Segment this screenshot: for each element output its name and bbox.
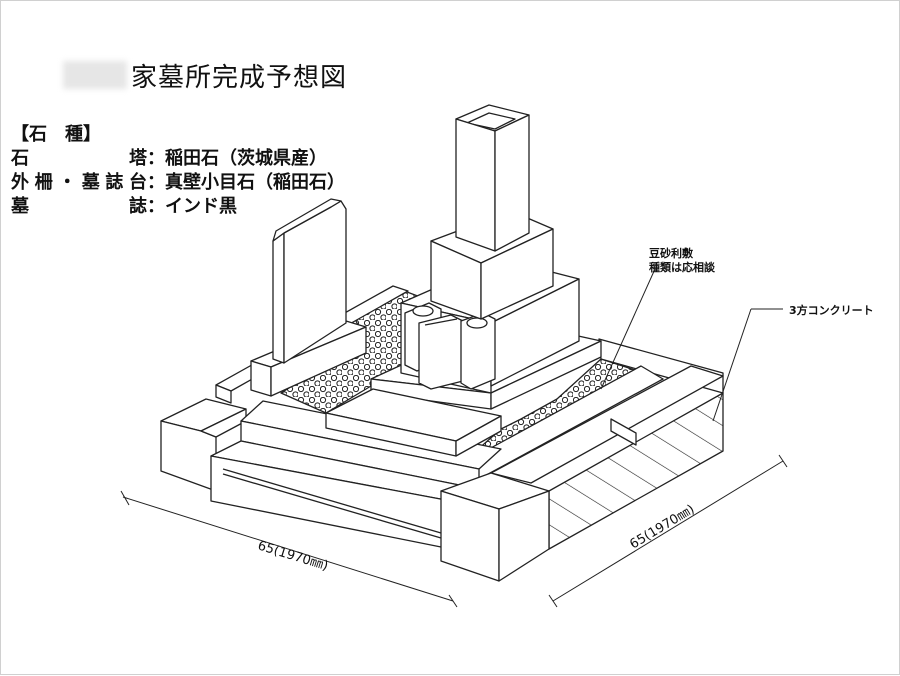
note-concrete: 3方コンクリート (789, 303, 874, 317)
redacted-family-name (63, 61, 127, 89)
stone-spec-list: 【石 種】 石 塔 ： 稲田石（茨城県産） 外柵・墓誌台 ： 真壁小目石（稲田石… (11, 123, 345, 219)
dimension-line-side (552, 460, 784, 602)
front-slab-side (455, 415, 502, 457)
spec-separator: ： (147, 172, 165, 193)
fence-back-left-face (215, 384, 232, 404)
dimension-label-front: 65(1970㎜) (256, 538, 330, 574)
spec-label: 墓 誌 (11, 196, 147, 217)
incense-box (418, 314, 464, 390)
boshi-base-side (270, 326, 367, 397)
boshi-slab-front (272, 232, 285, 364)
page-title: 家墓所完成予想図 (131, 62, 348, 93)
spec-label: 石 塔 (11, 148, 147, 169)
note-gravel-line1: 豆砂利敷 (649, 246, 694, 260)
spec-separator: ： (147, 196, 165, 217)
spec-value: 真壁小目石（稲田石） (165, 172, 345, 193)
fence-right-top (490, 365, 724, 484)
spec-row: 墓 誌 ： インド黒 (11, 195, 345, 219)
fence-right-joint (610, 418, 637, 446)
dimension-line-front (122, 496, 454, 602)
tower-upper-side (480, 228, 554, 320)
spec-value: インド黒 (165, 196, 237, 217)
dimension-label-side: 65(1970㎜) (627, 502, 697, 552)
tower-base-side (490, 340, 602, 410)
boshi-slab-top (272, 198, 342, 242)
step-groove (222, 468, 442, 534)
corner-post-right-side (498, 490, 550, 582)
tower-stone-side (494, 114, 530, 252)
spec-label: 外柵・墓誌台 (11, 172, 147, 193)
spec-row: 石 塔 ： 稲田石（茨城県産） (11, 147, 345, 171)
spec-heading: 【石 種】 (11, 124, 101, 145)
spec-separator: ： (147, 148, 165, 169)
boshi-base-front (250, 360, 272, 397)
tower-stone-front (455, 118, 496, 252)
spec-value: 稲田石（茨城県産） (165, 148, 327, 169)
title-area: 家墓所完成予想図 (63, 55, 347, 95)
spec-row: 外柵・墓誌台 ： 真壁小目石（稲田石） (11, 171, 345, 195)
note-gravel-line2: 種類は応相談 (649, 260, 716, 274)
